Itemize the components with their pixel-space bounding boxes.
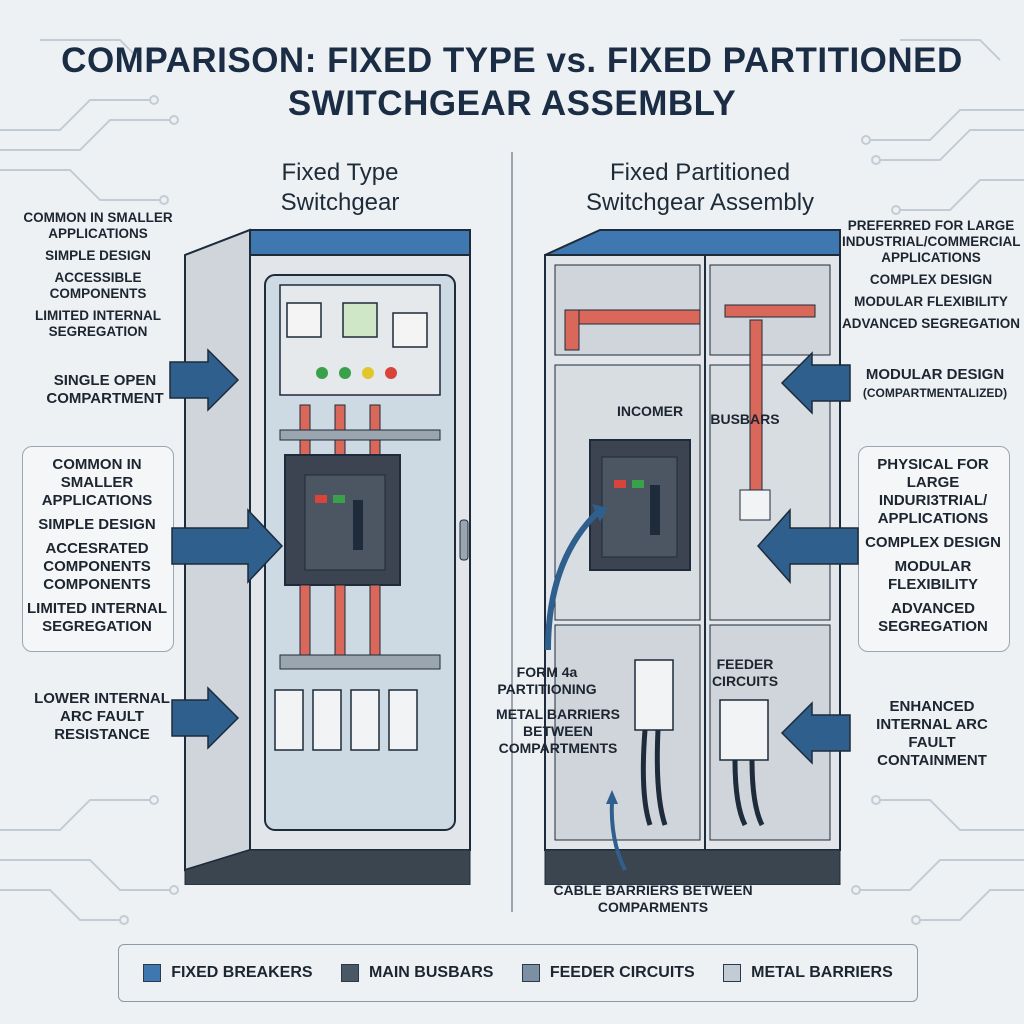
page-title: COMPARISON: FIXED TYPE vs. FIXED PARTITI… [61, 41, 963, 80]
legend-swatch [521, 964, 540, 982]
right-modular-note: MODULAR DESIGN (COMPARTMENTALIZED) [862, 366, 1008, 400]
left-box-notes: COMMON IN SMALLER APPLICATIONS SIMPLE DE… [27, 456, 167, 635]
left-top-notes: COMMON IN SMALLER APPLICATIONS SIMPLE DE… [23, 210, 173, 339]
legend-swatch [340, 964, 359, 982]
incomer-label: INCOMER [616, 403, 684, 419]
legend-item: MAIN BUSBARS [340, 964, 493, 982]
form-4a-label: FORM 4a PARTITIONING [497, 664, 597, 697]
right-top-notes: PREFERRED FOR LARGE INDUSTRIAL/COMMERCIA… [842, 218, 1021, 331]
page-title-line2: SWITCHGEAR ASSEMBLY [287, 84, 737, 123]
busbars-label: BUSBARS [710, 411, 780, 427]
legend-swatch [723, 964, 742, 982]
legend-item: METAL BARRIERS [723, 964, 893, 982]
center-divider [511, 152, 513, 912]
feeder-circuits-label: FEEDER CIRCUITS [711, 656, 779, 689]
right-box-notes: PHYSICAL FOR LARGE INDURI3TRIAL/ APPLICA… [865, 456, 1001, 635]
left-arc-note: LOWER INTERNAL ARC FAULT RESISTANCE [34, 690, 170, 743]
fixed-type-cabinet [184, 228, 471, 885]
left-single-open-note: SINGLE OPEN COMPARTMENT [46, 372, 164, 407]
legend-item: FEEDER CIRCUITS [521, 964, 695, 982]
cable-barriers-label: CABLE BARRIERS BETWEEN COMPARMENTS [553, 882, 753, 915]
metal-barriers-label: METAL BARRIERS BETWEEN COMPARTMENTS [496, 706, 620, 756]
right-note-box [858, 446, 1010, 652]
right-arc-note: ENHANCED INTERNAL ARC FAULT CONTAINMENT [876, 698, 988, 769]
partitioned-cabinet [544, 229, 841, 885]
legend: FIXED BREAKERS MAIN BUSBARS FEEDER CIRCU… [118, 944, 918, 1002]
legend-swatch [143, 964, 162, 982]
legend-item: FIXED BREAKERS [143, 964, 313, 982]
